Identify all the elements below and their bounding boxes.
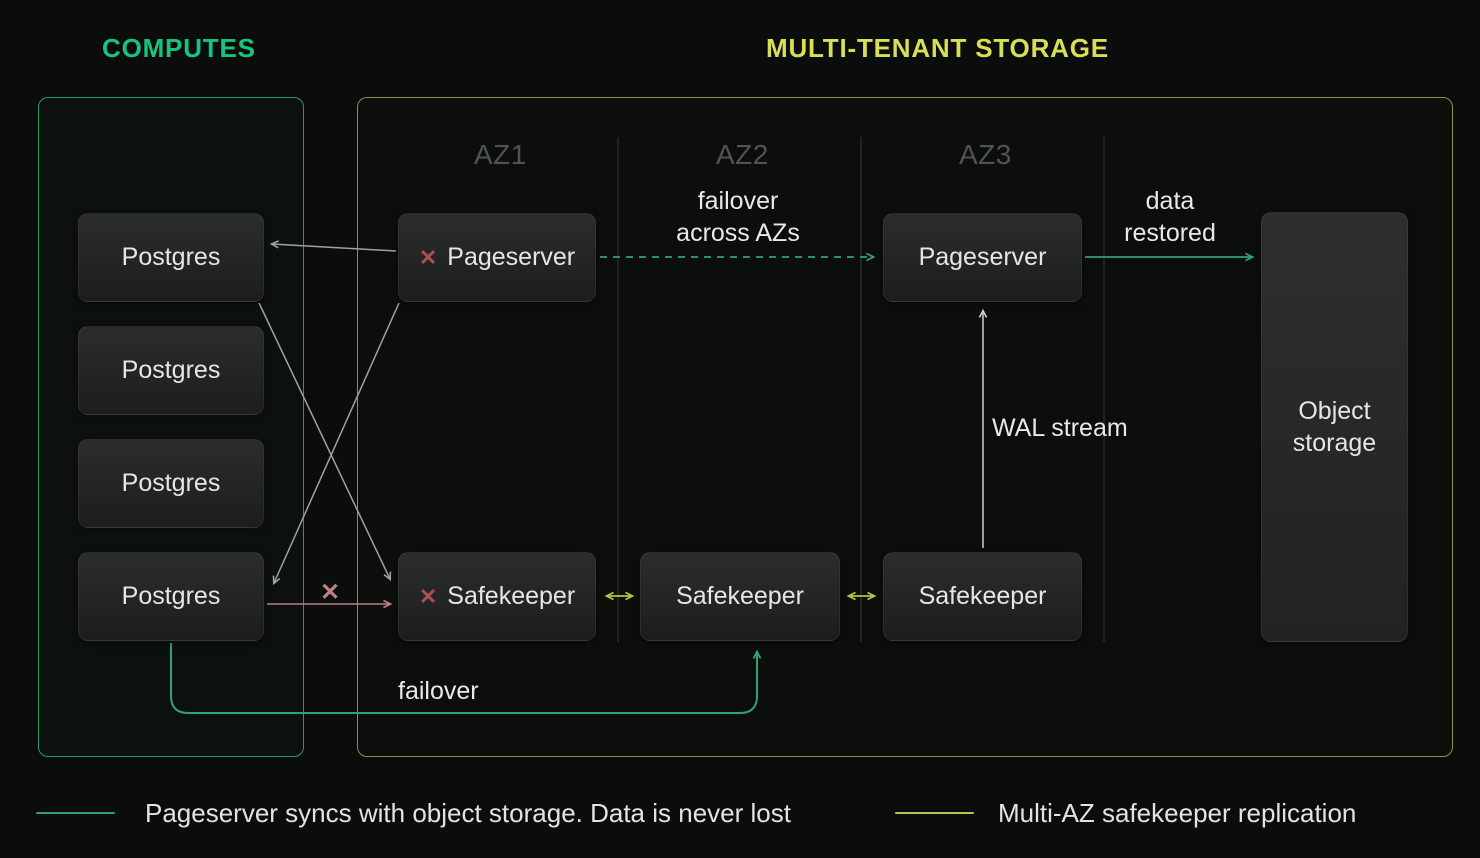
pageserver-az1-node: ✕ Pageserver [398,213,596,302]
computes-heading: COMPUTES [102,33,256,63]
legend-line-green [36,812,115,814]
failover-label: failover [398,677,479,705]
legend-label-multi-az-replication: Multi-AZ safekeeper replication [998,798,1357,828]
broken-link-x-icon: ✕ [320,579,341,606]
pageserver-az3-node: Pageserver [883,213,1082,302]
failover-across-azs-label: failover across AZs [676,187,800,247]
pageserver-label: Pageserver [447,243,576,271]
postgres-label: Postgres [121,582,221,610]
legend-label-pageserver-sync: Pageserver syncs with object storage. Da… [145,798,791,828]
safekeeper-label: Safekeeper [447,582,576,610]
postgres-node-1: Postgres [78,213,264,302]
postgres-node-4: Postgres [78,552,264,641]
object-storage-label: Object storage [1292,397,1377,457]
safekeeper-label: Safekeeper [676,582,804,610]
postgres-node-2: Postgres [78,326,264,415]
safekeeper-label: Safekeeper [918,582,1047,610]
postgres-node-3: Postgres [78,439,264,528]
multi-tenant-storage-heading: MULTI-TENANT STORAGE [766,33,1109,63]
safekeeper-az1-node: ✕ Safekeeper [398,552,596,641]
object-storage-node: Object storage [1261,212,1408,642]
az2-label: AZ2 [716,139,769,170]
legend-line-yellow [895,812,974,814]
data-restored-label: data restored [1124,187,1216,247]
pageserver-label: Pageserver [918,243,1047,271]
failure-x-icon: ✕ [418,583,438,609]
postgres-label: Postgres [121,356,221,384]
postgres-label: Postgres [121,243,221,271]
failure-x-icon: ✕ [418,244,438,270]
computes-panel [38,97,304,757]
safekeeper-az3-node: Safekeeper [883,552,1082,641]
wal-stream-label: WAL stream [992,414,1128,442]
az3-label: AZ3 [959,139,1012,170]
safekeeper-az2-node: Safekeeper [640,552,840,641]
postgres-label: Postgres [121,469,221,497]
az1-label: AZ1 [474,139,527,170]
